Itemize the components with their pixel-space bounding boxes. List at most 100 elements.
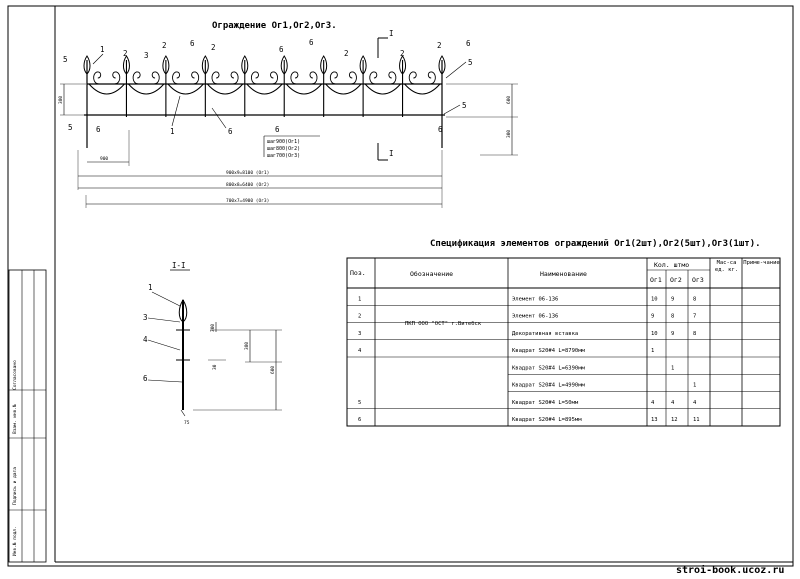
spec-cell-name: Квадрат S20#4 L=895мм (512, 417, 582, 423)
scroll-curl (290, 71, 299, 85)
scroll-curl (132, 71, 141, 85)
hdr-q1: Ог1 (650, 276, 662, 284)
spec-cell-pos: 2 (358, 314, 361, 320)
spec-cell-name: Квадрат S20#4 L=50мм (512, 400, 579, 406)
scroll-curl (211, 71, 220, 85)
spec-cell-name: Декоративная вставка (512, 331, 578, 337)
fence-title: Ограждение Ог1,Ог2,Ог3. (212, 21, 337, 31)
stamp-sign-date: Подпись и дата (12, 467, 18, 505)
scroll-curl (93, 71, 102, 85)
svg-text:5: 5 (68, 123, 73, 132)
scroll-curl (112, 71, 121, 85)
spec-cell-q2: 4 (671, 400, 675, 406)
svg-text:1: 1 (170, 127, 175, 136)
spec-cell-q2: 9 (671, 331, 674, 337)
post-finial (280, 55, 288, 75)
svg-text:I: I (389, 29, 394, 38)
svg-text:5: 5 (63, 55, 68, 64)
stamp-agreed: Согласовано (12, 360, 18, 390)
scroll-curl (329, 71, 338, 85)
fence-arc (128, 83, 165, 95)
scroll-curl (251, 71, 259, 85)
svg-text:300: 300 (506, 130, 512, 138)
svg-text:4: 4 (143, 335, 148, 344)
svg-text:380: 380 (58, 96, 64, 104)
spec-cell-name: Квадрат S20#4 L=8790мм (512, 348, 586, 354)
svg-text:6: 6 (143, 374, 148, 383)
scroll-curl (270, 71, 278, 85)
fence-arc (325, 83, 362, 95)
post-finial (320, 55, 328, 75)
fence-arc (364, 83, 401, 95)
svg-text:5: 5 (468, 58, 473, 67)
spec-cell-pos: 5 (358, 400, 361, 406)
hdr-mass: Мас-са ед. кг. (714, 260, 739, 273)
scroll-curl (369, 71, 378, 85)
scroll-curl (309, 71, 318, 85)
spec-cell-pos: 3 (358, 331, 361, 337)
spec-cell-q1: 4 (651, 400, 655, 406)
fence-elevation (83, 55, 446, 148)
post-finial (162, 55, 170, 75)
fence-arc (206, 83, 244, 95)
scroll-curl (348, 71, 357, 85)
spec-cell-name: Элемент 06-136 (512, 296, 558, 302)
scroll-curl (151, 71, 160, 85)
svg-text:30: 30 (212, 364, 218, 370)
scroll-curl (388, 71, 397, 85)
elevation-callouts: 5 1 2 3 2 6 2 6 6 2 2 2 6 5 5 5 6 1 6 6 … (63, 38, 473, 136)
spec-cell-name: Квадрат S20#4 L=4990мм (512, 383, 586, 389)
svg-text:75: 75 (184, 420, 190, 426)
post-finial (399, 55, 407, 75)
outer-frame (7, 5, 794, 567)
hdr-q3: Ог3 (692, 276, 704, 284)
spec-cell-q3: 7 (693, 314, 696, 320)
watermark: stroi-book.ucoz.ru (676, 564, 784, 576)
spec-cell-q2: 1 (671, 365, 674, 371)
scroll-curl (230, 71, 239, 85)
spec-cell-q3: 11 (693, 417, 700, 423)
svg-text:I: I (389, 149, 394, 158)
pitch-label-3: шаг700(Ог3) (267, 153, 300, 159)
spec-cell-name: Квадрат S20#4 L=6390мм (512, 365, 586, 371)
svg-text:700x7=4900 (Ог3): 700x7=4900 (Ог3) (226, 198, 269, 204)
hdr-pos: Поз. (350, 269, 366, 277)
pitch-label-2: шаг800(Ог2) (267, 146, 300, 152)
svg-text:6: 6 (96, 125, 101, 134)
hdr-note-box: Приме-чание (743, 260, 780, 266)
svg-text:5: 5 (462, 101, 467, 110)
spec-cell-q2: 12 (671, 417, 678, 423)
svg-text:900: 900 (100, 156, 108, 162)
section-detail: I-I 75 1 3 4 6 600 380 300 30 (143, 261, 282, 426)
svg-text:380: 380 (244, 342, 250, 350)
spec-cell-q3: 1 (693, 383, 696, 389)
svg-text:6: 6 (279, 45, 284, 54)
spec-cell-pos: 1 (358, 296, 361, 302)
scroll-curl (191, 71, 200, 85)
scroll-curl (172, 71, 181, 85)
hdr-qty: Кол. штмо (654, 261, 689, 269)
svg-text:1: 1 (100, 45, 105, 54)
svg-text:2: 2 (344, 49, 349, 58)
spec-cell-q1: 10 (651, 296, 658, 302)
svg-text:600: 600 (506, 96, 512, 104)
post-finial (241, 55, 249, 75)
spec-cell-q1: 13 (651, 417, 658, 423)
spec-table: Поз. Обозначение Наименование Кол. штмо … (346, 257, 781, 427)
post-finial (83, 55, 91, 75)
svg-text:6: 6 (466, 39, 471, 48)
svg-text:2: 2 (211, 43, 216, 52)
spec-cell-q3: 8 (693, 331, 696, 337)
post-finial (201, 55, 209, 75)
svg-text:I-I: I-I (172, 261, 186, 270)
svg-text:6: 6 (309, 38, 314, 47)
svg-text:3: 3 (143, 313, 148, 322)
dim-step: 900 (87, 130, 130, 166)
designation-value: ПКП ООО "ОСТ" г.Витебск (405, 320, 482, 327)
svg-text:2: 2 (162, 41, 167, 50)
hdr-name: Наименование (540, 270, 587, 278)
spec-cell-q2: 9 (671, 296, 674, 302)
hdr-mass-box: Мас-са ед. кг. (714, 260, 739, 273)
hdr-note: Приме-чание (743, 260, 780, 266)
spec-cell-q3: 8 (693, 296, 696, 302)
